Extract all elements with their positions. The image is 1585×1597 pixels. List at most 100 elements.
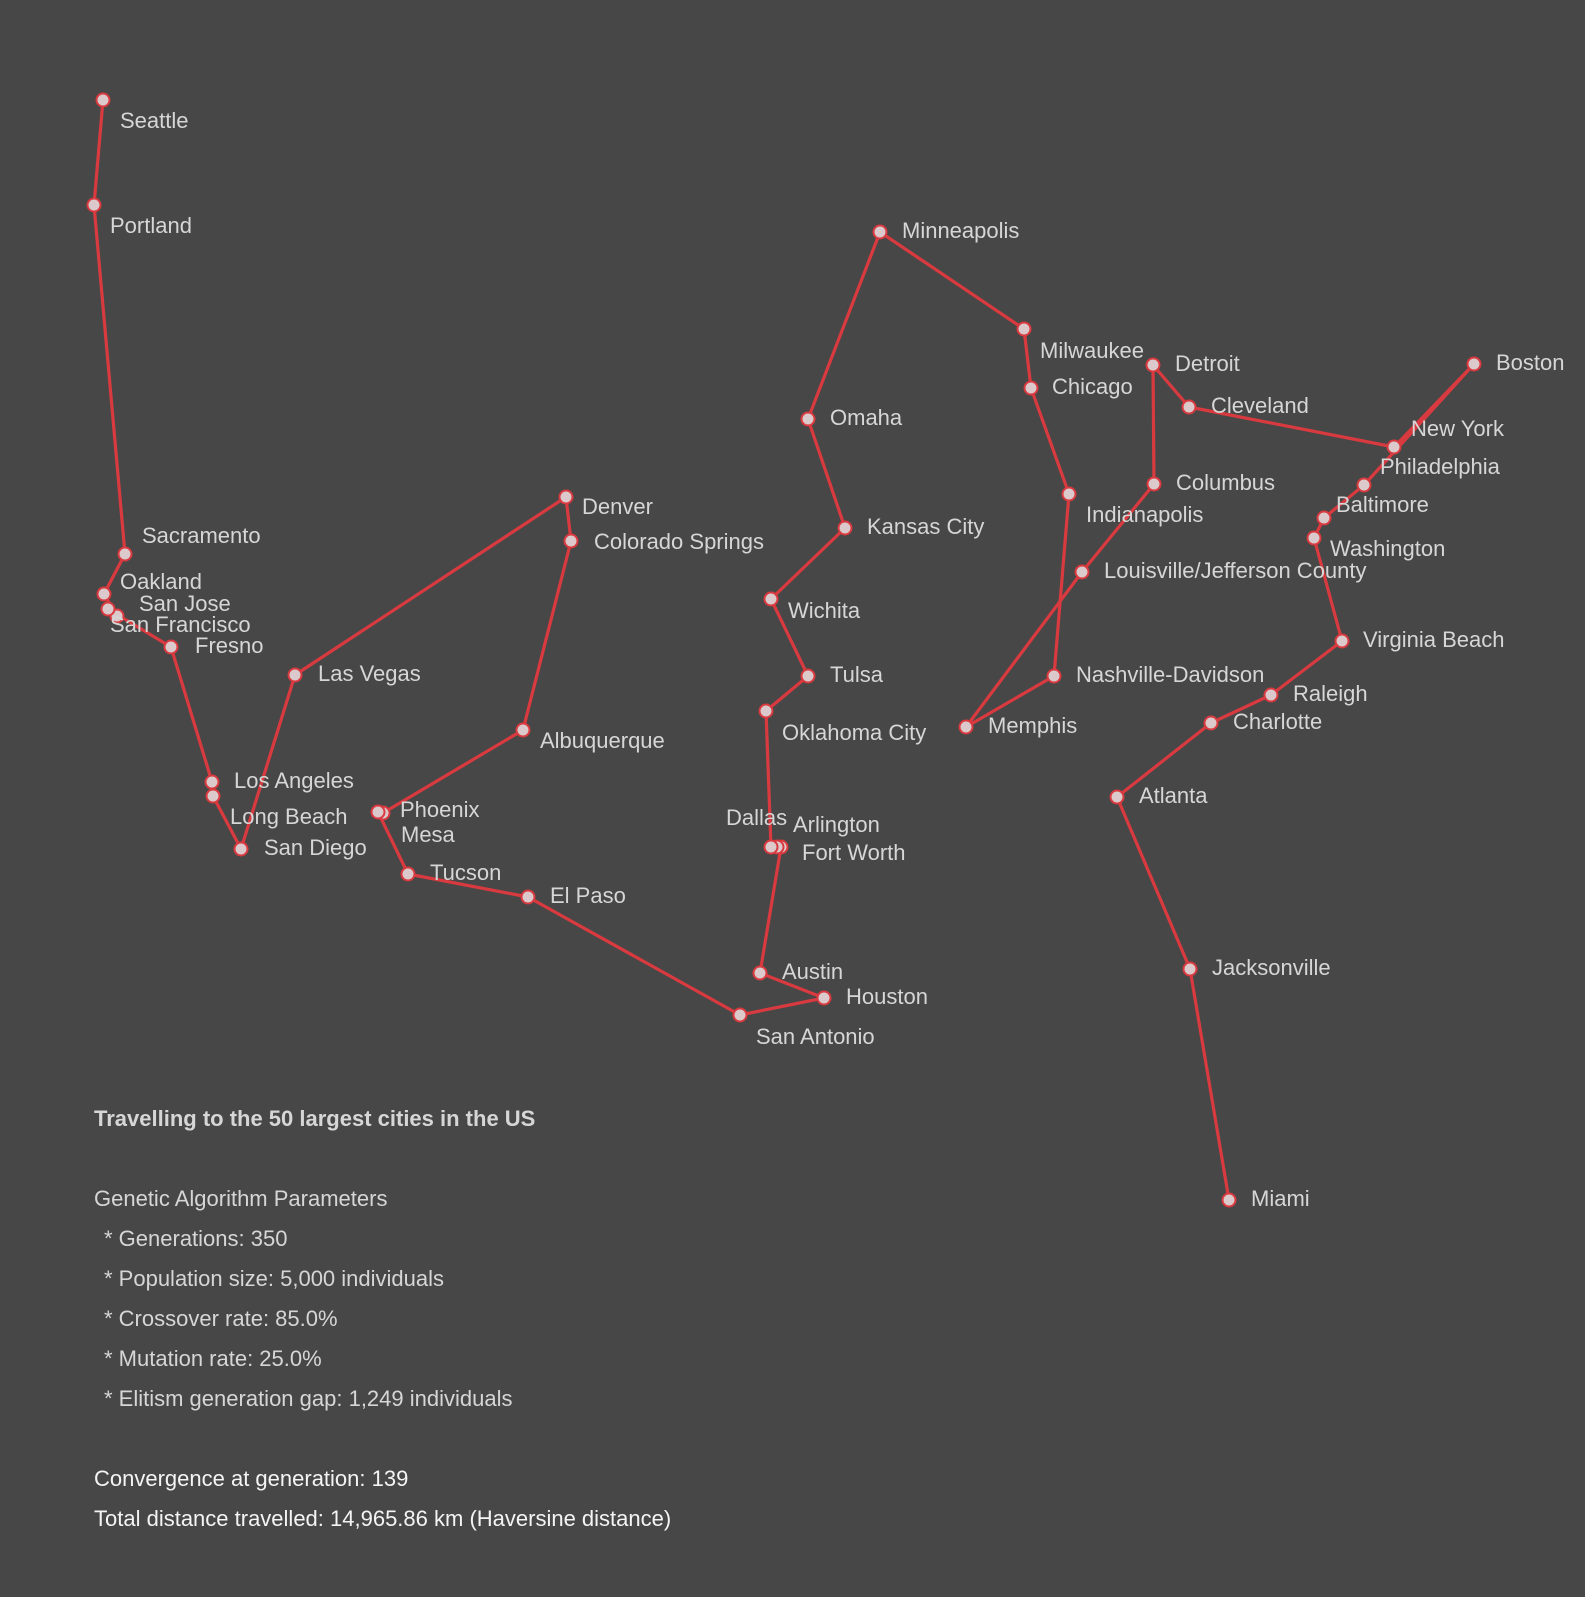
city-marker-austin bbox=[752, 965, 768, 981]
city-label-portland: Portland bbox=[110, 213, 192, 238]
city-marker-kansas-city bbox=[837, 520, 853, 536]
city-label-long-beach: Long Beach bbox=[230, 804, 347, 829]
parameter-generations: * Generations: 350 bbox=[104, 1226, 288, 1251]
city-marker-raleigh bbox=[1263, 687, 1279, 703]
city-label-el-paso: El Paso bbox=[550, 883, 626, 908]
city-label-baltimore: Baltimore bbox=[1336, 492, 1429, 517]
city-label-memphis: Memphis bbox=[988, 713, 1077, 738]
city-marker-san-francisco bbox=[100, 601, 116, 617]
city-label-fresno: Fresno bbox=[195, 633, 263, 658]
city-label-columbus: Columbus bbox=[1176, 470, 1275, 495]
city-marker-louisville-jefferson-county bbox=[1074, 564, 1090, 580]
city-markers bbox=[86, 92, 1482, 1208]
parameter-population-size: * Population size: 5,000 individuals bbox=[104, 1266, 445, 1291]
city-label-san-antonio: San Antonio bbox=[756, 1024, 875, 1049]
city-label-colorado-springs: Colorado Springs bbox=[594, 529, 764, 554]
city-label-nashville-davidson: Nashville-Davidson bbox=[1076, 662, 1264, 687]
city-marker-san-antonio bbox=[732, 1007, 748, 1023]
city-label-tucson: Tucson bbox=[430, 860, 501, 885]
city-marker-minneapolis bbox=[872, 224, 888, 240]
city-marker-washington bbox=[1306, 530, 1322, 546]
city-label-charlotte: Charlotte bbox=[1233, 709, 1322, 734]
city-marker-virginia-beach bbox=[1334, 633, 1350, 649]
city-label-oakland: Oakland bbox=[120, 569, 202, 594]
city-marker-baltimore bbox=[1316, 510, 1332, 526]
city-label-dallas: Dallas bbox=[726, 805, 787, 830]
city-marker-mesa bbox=[370, 804, 386, 820]
city-label-detroit: Detroit bbox=[1175, 351, 1240, 376]
city-label-houston: Houston bbox=[846, 984, 928, 1009]
city-label-arlington: Arlington bbox=[793, 812, 880, 837]
city-marker-portland bbox=[86, 197, 102, 213]
city-marker-san-diego bbox=[233, 841, 249, 857]
city-marker-dallas bbox=[763, 839, 779, 855]
city-marker-indianapolis bbox=[1061, 486, 1077, 502]
city-label-virginia-beach: Virginia Beach bbox=[1363, 627, 1504, 652]
city-label-boston: Boston bbox=[1496, 350, 1565, 375]
city-marker-jacksonville bbox=[1182, 961, 1198, 977]
city-label-fort-worth: Fort Worth bbox=[802, 840, 906, 865]
city-label-raleigh: Raleigh bbox=[1293, 681, 1368, 706]
city-label-phoenix: Phoenix bbox=[400, 797, 480, 822]
city-label-washington: Washington bbox=[1330, 536, 1445, 561]
city-marker-milwaukee bbox=[1016, 321, 1032, 337]
city-label-omaha: Omaha bbox=[830, 405, 903, 430]
city-label-sacramento: Sacramento bbox=[142, 523, 261, 548]
city-label-new-york: New York bbox=[1411, 416, 1505, 441]
city-label-miami: Miami bbox=[1251, 1186, 1310, 1211]
city-label-mesa: Mesa bbox=[401, 822, 456, 847]
city-marker-memphis bbox=[958, 719, 974, 735]
city-marker-charlotte bbox=[1203, 715, 1219, 731]
city-marker-las-vegas bbox=[287, 667, 303, 683]
page-title: Travelling to the 50 largest cities in t… bbox=[94, 1106, 536, 1131]
city-label-indianapolis: Indianapolis bbox=[1086, 502, 1203, 527]
parameter-elitism-gap: * Elitism generation gap: 1,249 individu… bbox=[104, 1386, 513, 1411]
city-label-milwaukee: Milwaukee bbox=[1040, 338, 1144, 363]
city-label-tulsa: Tulsa bbox=[830, 662, 884, 687]
city-marker-seattle bbox=[95, 92, 111, 108]
city-label-san-francisco: San Francisco bbox=[110, 612, 251, 637]
parameter-crossover-rate: * Crossover rate: 85.0% bbox=[104, 1306, 338, 1331]
route-path bbox=[92, 98, 1476, 1202]
city-marker-chicago bbox=[1023, 380, 1039, 396]
city-label-chicago: Chicago bbox=[1052, 374, 1133, 399]
city-label-atlanta: Atlanta bbox=[1139, 783, 1208, 808]
city-marker-cleveland bbox=[1181, 399, 1197, 415]
city-label-jacksonville: Jacksonville bbox=[1212, 955, 1331, 980]
city-marker-oakland bbox=[96, 586, 112, 602]
city-marker-tucson bbox=[400, 866, 416, 882]
city-label-san-diego: San Diego bbox=[264, 835, 367, 860]
city-marker-omaha bbox=[800, 411, 816, 427]
city-marker-philadelphia bbox=[1356, 477, 1372, 493]
city-marker-oklahoma-city bbox=[758, 703, 774, 719]
city-marker-long-beach bbox=[205, 788, 221, 804]
convergence-text: Convergence at generation: 139 bbox=[94, 1466, 409, 1491]
city-label-las-vegas: Las Vegas bbox=[318, 661, 421, 686]
total-distance-text: Total distance travelled: 14,965.86 km (… bbox=[94, 1506, 672, 1531]
city-label-philadelphia: Philadelphia bbox=[1380, 454, 1501, 479]
city-label-denver: Denver bbox=[582, 494, 653, 519]
city-label-oklahoma-city: Oklahoma City bbox=[782, 720, 926, 745]
city-label-seattle: Seattle bbox=[120, 108, 189, 133]
city-label-minneapolis: Minneapolis bbox=[902, 218, 1019, 243]
city-label-kansas-city: Kansas City bbox=[867, 514, 984, 539]
city-marker-houston bbox=[816, 990, 832, 1006]
city-label-cleveland: Cleveland bbox=[1211, 393, 1309, 418]
city-label-los-angeles: Los Angeles bbox=[234, 768, 354, 793]
city-marker-wichita bbox=[763, 591, 779, 607]
city-marker-atlanta bbox=[1109, 789, 1125, 805]
city-marker-fresno bbox=[163, 639, 179, 655]
city-marker-detroit bbox=[1145, 357, 1161, 373]
city-marker-denver bbox=[558, 489, 574, 505]
city-marker-el-paso bbox=[520, 889, 536, 905]
city-marker-miami bbox=[1221, 1192, 1237, 1208]
city-marker-nashville-davidson bbox=[1046, 668, 1062, 684]
city-marker-los-angeles bbox=[204, 774, 220, 790]
city-label-albuquerque: Albuquerque bbox=[540, 728, 665, 753]
city-marker-albuquerque bbox=[515, 722, 531, 738]
parameter-mutation-rate: * Mutation rate: 25.0% bbox=[104, 1346, 322, 1371]
city-label-wichita: Wichita bbox=[788, 598, 861, 623]
city-marker-colorado-springs bbox=[563, 533, 579, 549]
